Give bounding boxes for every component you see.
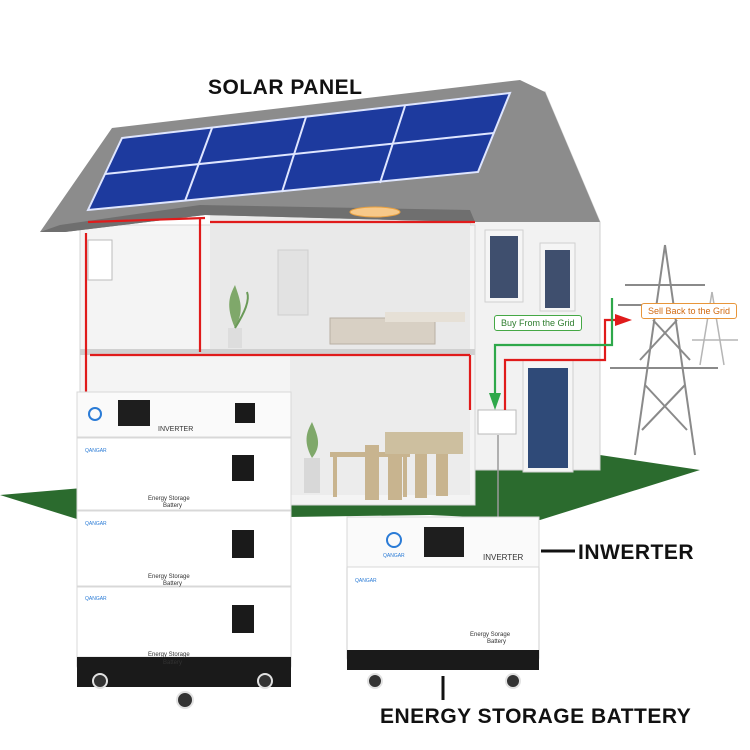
tower-brand-text-3: QANGAR xyxy=(85,596,107,602)
tower-brand-text: QANGAR xyxy=(85,448,107,454)
tower-display xyxy=(118,400,150,426)
tower-handle-3 xyxy=(232,530,254,558)
plant-upper xyxy=(228,285,249,348)
tower-logo-icon xyxy=(88,407,102,421)
compact-inverter-text: INVERTER xyxy=(483,553,524,562)
tower-inverter-text: INVERTER xyxy=(158,426,193,433)
ceiling-light xyxy=(349,206,401,218)
compact-brand-text-2: QANGAR xyxy=(355,578,377,584)
green-wiring xyxy=(493,298,614,395)
tower-battery-text-3b: Battery xyxy=(163,660,182,666)
compact-base xyxy=(347,650,539,670)
tower-battery-text-2b: Battery xyxy=(163,581,182,587)
compact-wheel-1 xyxy=(367,673,383,689)
tower-battery-module-2 xyxy=(76,510,292,587)
tower-battery-module-1 xyxy=(76,437,292,511)
tower-battery-text-1b: Battery xyxy=(163,503,182,509)
tower-inverter-module xyxy=(76,391,292,438)
wall-inverter xyxy=(87,239,113,281)
tower-brand-text-2: QANGAR xyxy=(85,521,107,527)
sell-back-to-grid-tag: Sell Back to the Grid xyxy=(641,303,738,319)
solar-panel-label: SOLAR PANEL xyxy=(208,76,363,99)
energy-storage-battery-label: ENERGY STORAGE BATTERY xyxy=(380,705,692,728)
green-arrow xyxy=(489,393,501,410)
tower-handle-4 xyxy=(232,605,254,633)
tower-wheel-1 xyxy=(92,673,108,689)
tower-base xyxy=(77,657,291,687)
tower-battery-module-3 xyxy=(76,586,292,658)
tower-wheel-3 xyxy=(257,673,273,689)
compact-battery-unit: QANGAR INVERTER QANGAR Energy Sorage Bat… xyxy=(346,516,540,689)
red-arrow xyxy=(615,314,632,326)
buy-from-grid-tag: Buy From the Grid xyxy=(494,315,582,331)
tower-handle-2 xyxy=(232,455,254,481)
red-wiring xyxy=(84,216,615,410)
compact-battery-text-b: Battery xyxy=(487,639,506,645)
tower-wheel-2 xyxy=(176,691,194,709)
compact-brand-text: QANGAR xyxy=(383,553,405,559)
compact-logo-icon xyxy=(386,532,402,548)
compact-battery-text-a: Energy Sorage xyxy=(470,632,511,638)
tower-handle-1 xyxy=(235,403,255,423)
kitchen-counter xyxy=(385,432,463,454)
stacked-battery-unit: INVERTER QANGAR Energy Storage Battery Q… xyxy=(76,391,292,709)
inverter-label: INWERTER xyxy=(578,541,694,564)
transmission-tower xyxy=(610,244,718,456)
dining-set xyxy=(330,445,448,500)
solar-panel-array xyxy=(86,91,512,212)
tower-battery-text-2a: Energy Storage xyxy=(148,574,190,580)
compact-wheel-2 xyxy=(505,673,521,689)
tower-battery-text-3a: Energy Storage xyxy=(148,652,190,658)
upper-door xyxy=(277,249,309,316)
bed xyxy=(329,317,436,345)
tower-battery-text-1a: Energy Storage xyxy=(148,496,190,502)
compact-display xyxy=(424,527,464,557)
bed-headboard xyxy=(385,312,465,322)
plant-lower xyxy=(304,422,320,493)
meter-box xyxy=(477,409,517,435)
